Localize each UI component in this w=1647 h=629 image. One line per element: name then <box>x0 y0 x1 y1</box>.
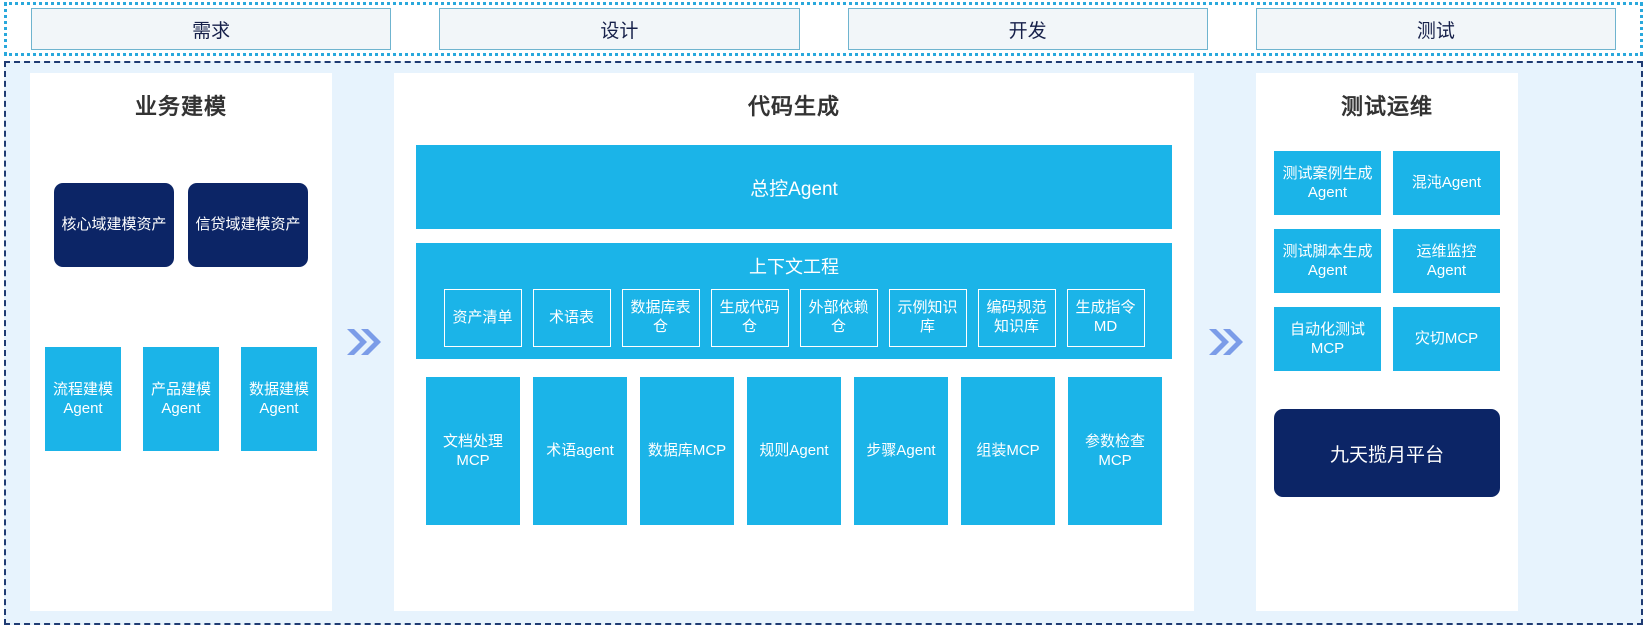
context-item-label: 外部依赖仓 <box>808 299 869 335</box>
tool-box-assembly-mcp[interactable]: 组装MCP <box>961 377 1055 525</box>
agent-box-process-modeling[interactable]: 流程建模Agent <box>45 347 121 451</box>
tool-box-step-agent[interactable]: 步骤Agent <box>854 377 948 525</box>
test-ops-label: 测试脚本生成Agent <box>1282 242 1373 279</box>
panel-title: 代码生成 <box>747 94 840 119</box>
controller-agent-label: 总控Agent <box>750 178 838 200</box>
double-chevron-right-icon-2 <box>1194 73 1256 611</box>
context-item-label: 数据库表仓 <box>630 299 691 335</box>
tool-label: 步骤Agent <box>866 442 936 460</box>
asset-label: 核心域建模资产 <box>61 215 167 233</box>
context-item-external-dependency-repo[interactable]: 外部依赖仓 <box>799 289 878 347</box>
agent-box-data-modeling[interactable]: 数据建模Agent <box>241 347 317 451</box>
stage-box-requirement[interactable]: 需求 <box>31 8 392 50</box>
tool-label: 规则Agent <box>759 442 829 460</box>
stage-label: 设计 <box>600 20 639 42</box>
test-ops-label: 测试案例生成Agent <box>1282 164 1373 201</box>
agent-box-product-modeling[interactable]: 产品建模Agent <box>143 347 219 451</box>
panel-business-modeling: 业务建模 核心域建模资产 信贷域建模资产 流程建模Agent 产品建模Agent… <box>30 73 332 611</box>
context-item-row: 资产清单 术语表 数据库表仓 生成代码仓 外部依赖仓 示例知 <box>432 289 1157 347</box>
agent-label: 流程建模Agent <box>52 380 113 418</box>
test-ops-box-test-case-generation-agent[interactable]: 测试案例生成Agent <box>1274 151 1381 215</box>
tool-label: 参数检查MCP <box>1084 432 1145 470</box>
test-ops-label: 自动化测试MCP <box>1289 320 1365 357</box>
context-item-generation-instruction-md[interactable]: 生成指令MD <box>1066 289 1145 347</box>
context-engineering-title: 上下文工程 <box>749 257 839 277</box>
tool-row: 文档处理MCP 术语agent 数据库MCP 规则Agent 步骤Agent 组… <box>426 377 1162 525</box>
panel-code-generation: 代码生成 总控Agent 上下文工程 资产清单 术语表 数据库表仓 <box>394 73 1194 611</box>
test-ops-label: 灾切MCP <box>1414 330 1479 348</box>
asset-box-core-domain[interactable]: 核心域建模资产 <box>54 183 174 267</box>
test-ops-grid: 测试案例生成Agent 混沌Agent 测试脚本生成Agent 运维监控Agen… <box>1274 151 1500 371</box>
test-ops-label: 混沌Agent <box>1411 174 1482 192</box>
double-chevron-right-icon <box>332 73 394 611</box>
agent-label: 数据建模Agent <box>248 380 309 418</box>
controller-agent-bar[interactable]: 总控Agent <box>416 145 1172 229</box>
test-ops-box-ops-monitoring-agent[interactable]: 运维监控Agent <box>1393 229 1500 293</box>
stage-label: 需求 <box>192 20 231 42</box>
test-ops-box-chaos-agent[interactable]: 混沌Agent <box>1393 151 1500 215</box>
panel-test-operations: 测试运维 测试案例生成Agent 混沌Agent 测试脚本生成Agent 运维监… <box>1256 73 1518 611</box>
tool-box-document-processing-mcp[interactable]: 文档处理MCP <box>426 377 520 525</box>
context-item-label: 示例知识库 <box>897 299 958 335</box>
platform-box-jiutian-lanyue[interactable]: 九天揽月平台 <box>1274 409 1500 497</box>
stage-box-design[interactable]: 设计 <box>439 8 800 50</box>
context-item-label: 编码规范知识库 <box>986 299 1047 335</box>
asset-row: 核心域建模资产 信贷域建模资产 <box>54 183 308 267</box>
tool-box-database-mcp[interactable]: 数据库MCP <box>640 377 734 525</box>
context-item-db-table-repo[interactable]: 数据库表仓 <box>621 289 700 347</box>
modeling-agent-row: 流程建模Agent 产品建模Agent 数据建模Agent <box>45 347 317 451</box>
context-item-label: 生成代码仓 <box>719 299 780 335</box>
context-item-asset-list[interactable]: 资产清单 <box>443 289 522 347</box>
agent-label: 产品建模Agent <box>150 380 211 418</box>
asset-label: 信贷域建模资产 <box>195 215 301 233</box>
context-engineering-block: 上下文工程 资产清单 术语表 数据库表仓 生成代码仓 外部依赖仓 <box>416 243 1172 359</box>
context-item-example-knowledge-base[interactable]: 示例知识库 <box>888 289 967 347</box>
tool-box-rule-agent[interactable]: 规则Agent <box>747 377 841 525</box>
test-ops-label: 运维监控Agent <box>1416 242 1477 279</box>
platform-label: 九天揽月平台 <box>1329 444 1444 466</box>
tool-box-glossary-agent[interactable]: 术语agent <box>533 377 627 525</box>
panel-title: 业务建模 <box>134 94 227 119</box>
stage-box-development[interactable]: 开发 <box>847 8 1208 50</box>
context-item-coding-standard-knowledge-base[interactable]: 编码规范知识库 <box>977 289 1056 347</box>
context-item-label: 资产清单 <box>452 308 513 326</box>
context-item-glossary[interactable]: 术语表 <box>532 289 611 347</box>
test-ops-box-automated-test-mcp[interactable]: 自动化测试MCP <box>1274 307 1381 371</box>
stage-label: 开发 <box>1008 20 1047 42</box>
panel-title: 测试运维 <box>1340 94 1433 119</box>
context-item-generated-code-repo[interactable]: 生成代码仓 <box>710 289 789 347</box>
tool-box-parameter-check-mcp[interactable]: 参数检查MCP <box>1068 377 1162 525</box>
tool-label: 数据库MCP <box>647 442 727 460</box>
tool-label: 文档处理MCP <box>442 432 503 470</box>
stage-box-testing[interactable]: 测试 <box>1255 8 1616 50</box>
test-ops-box-test-script-generation-agent[interactable]: 测试脚本生成Agent <box>1274 229 1381 293</box>
context-item-label: 术语表 <box>548 308 594 326</box>
test-ops-box-disaster-switch-mcp[interactable]: 灾切MCP <box>1393 307 1500 371</box>
tool-label: 术语agent <box>546 442 614 460</box>
stage-label: 测试 <box>1416 20 1455 42</box>
asset-box-credit-domain[interactable]: 信贷域建模资产 <box>188 183 308 267</box>
main-band: 业务建模 核心域建模资产 信贷域建模资产 流程建模Agent 产品建模Agent… <box>4 61 1643 625</box>
context-item-label: 生成指令MD <box>1075 299 1136 335</box>
tool-label: 组装MCP <box>976 442 1040 460</box>
stage-band: 需求 设计 开发 测试 <box>4 2 1643 56</box>
